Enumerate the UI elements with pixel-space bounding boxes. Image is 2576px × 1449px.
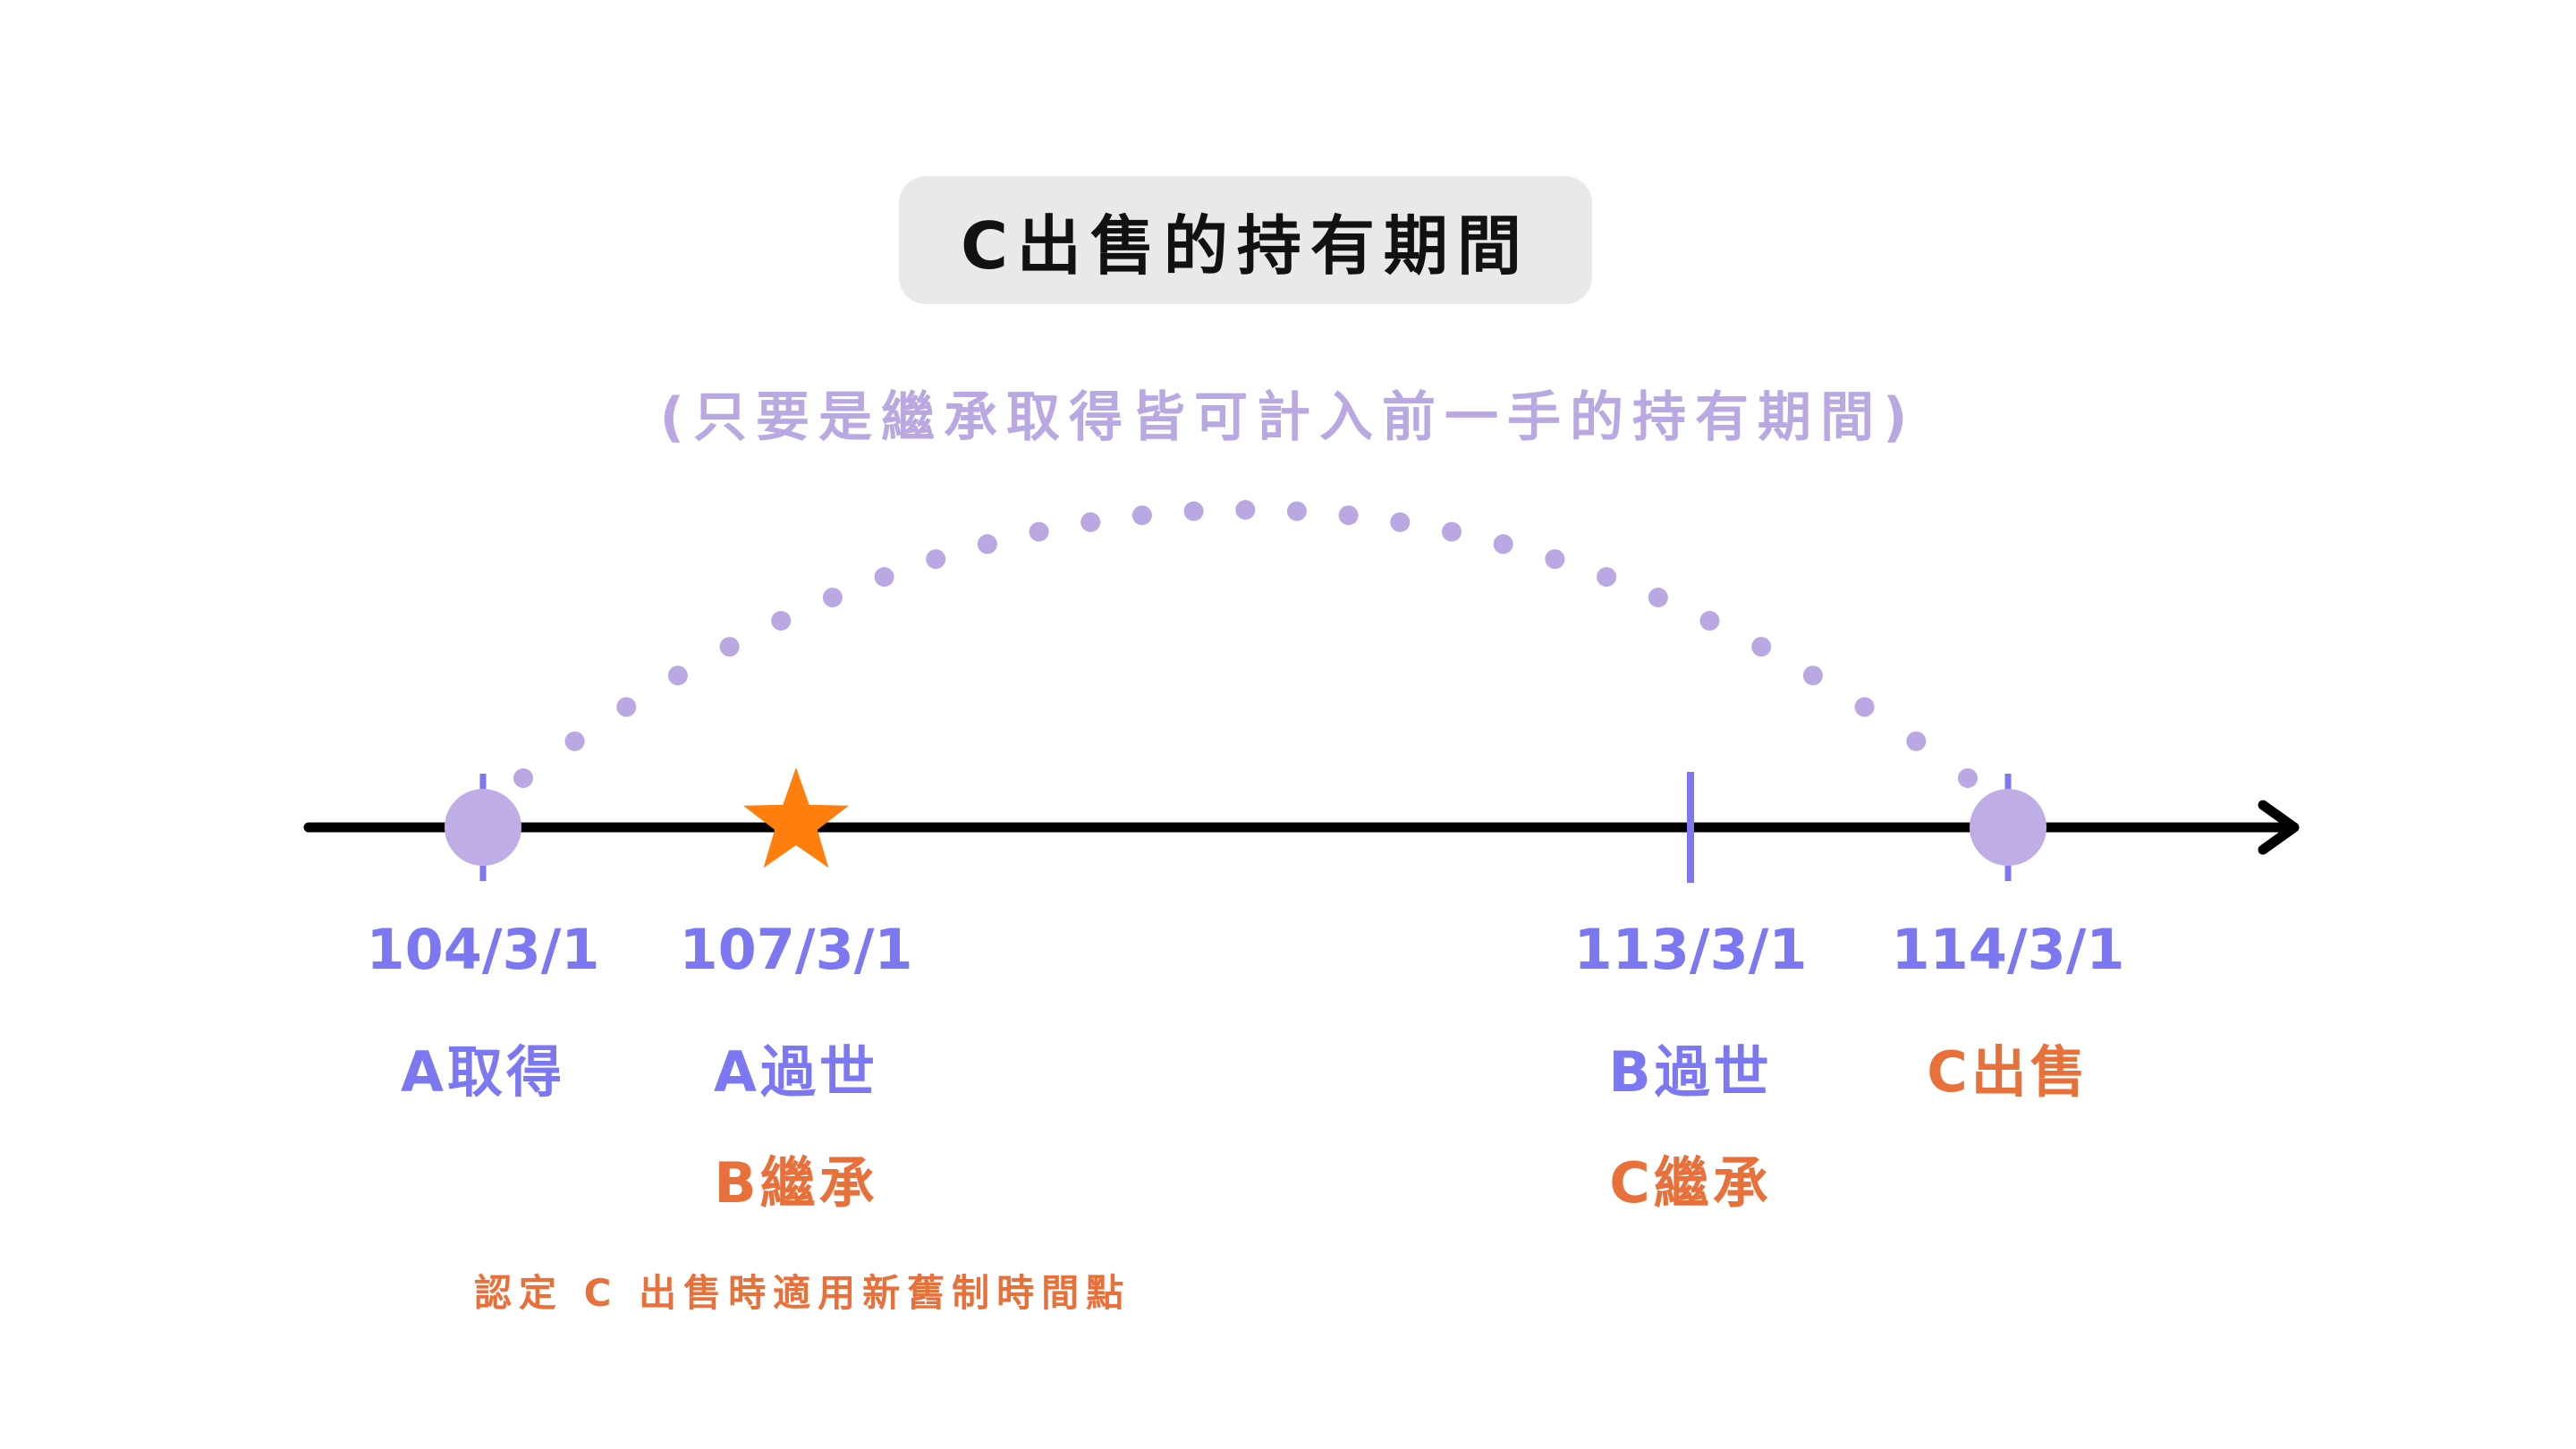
arc-dot xyxy=(1906,731,1927,751)
timeline-arrowhead xyxy=(2258,800,2300,855)
arc-dot xyxy=(977,534,997,555)
arc-dot xyxy=(1235,500,1256,520)
arc-dot xyxy=(1390,512,1411,532)
arc-dot xyxy=(1493,534,1513,555)
arc-dot xyxy=(1854,697,1875,717)
arc-dot xyxy=(926,549,946,570)
arc-dot xyxy=(1080,512,1101,532)
arc-dot xyxy=(822,588,843,607)
arc-dot xyxy=(1958,768,1978,788)
timeline-markers xyxy=(445,767,2046,883)
arc-dot xyxy=(1802,665,1823,686)
event-label-2: A過世 xyxy=(714,1039,878,1105)
arc-dot xyxy=(513,768,533,788)
arc-dot xyxy=(1338,505,1359,526)
arc-dot xyxy=(1597,567,1617,587)
date-label-4: 114/3/1 xyxy=(1891,917,2125,982)
date-label-2: 107/3/1 xyxy=(679,917,913,982)
date-label-1: 104/3/1 xyxy=(366,917,600,982)
arc-dot xyxy=(564,731,585,751)
circle-marker xyxy=(1970,789,2046,866)
arc-dot xyxy=(1699,611,1720,631)
arc-dot xyxy=(1286,501,1307,521)
arc-dot xyxy=(1545,549,1565,570)
inherit-label-2: C繼承 xyxy=(1609,1150,1772,1216)
arc-dot xyxy=(1442,521,1462,542)
inherit-label-1: B繼承 xyxy=(714,1150,878,1216)
arc-dot xyxy=(1029,521,1049,542)
subtitle: (只要是繼承取得皆可計入前一手的持有期間) xyxy=(659,386,1917,449)
event-label-1: A取得 xyxy=(401,1039,565,1105)
arc-dot xyxy=(1131,505,1152,526)
date-label-3: 113/3/1 xyxy=(1573,917,1808,982)
arc-dot xyxy=(616,697,637,717)
arc-dot xyxy=(1183,501,1204,521)
diagram-title: C出售的持有期間 xyxy=(961,208,1530,284)
event-label-4: C出售 xyxy=(1927,1039,2089,1105)
arc-dot xyxy=(1751,637,1772,657)
circle-marker xyxy=(445,789,521,866)
arc-dot xyxy=(771,611,792,631)
event-label-3: B過世 xyxy=(1608,1039,1773,1105)
arc-dot xyxy=(667,665,688,686)
footnote: 認定 C 出售時適用新舊制時間點 xyxy=(474,1271,1131,1315)
holding-period-arc xyxy=(513,500,1978,788)
arc-dot xyxy=(719,637,740,657)
title-box: C出售的持有期間 xyxy=(899,176,1592,304)
star-icon xyxy=(743,767,849,869)
arc-dot xyxy=(1648,588,1668,607)
arc-dot xyxy=(874,567,894,587)
